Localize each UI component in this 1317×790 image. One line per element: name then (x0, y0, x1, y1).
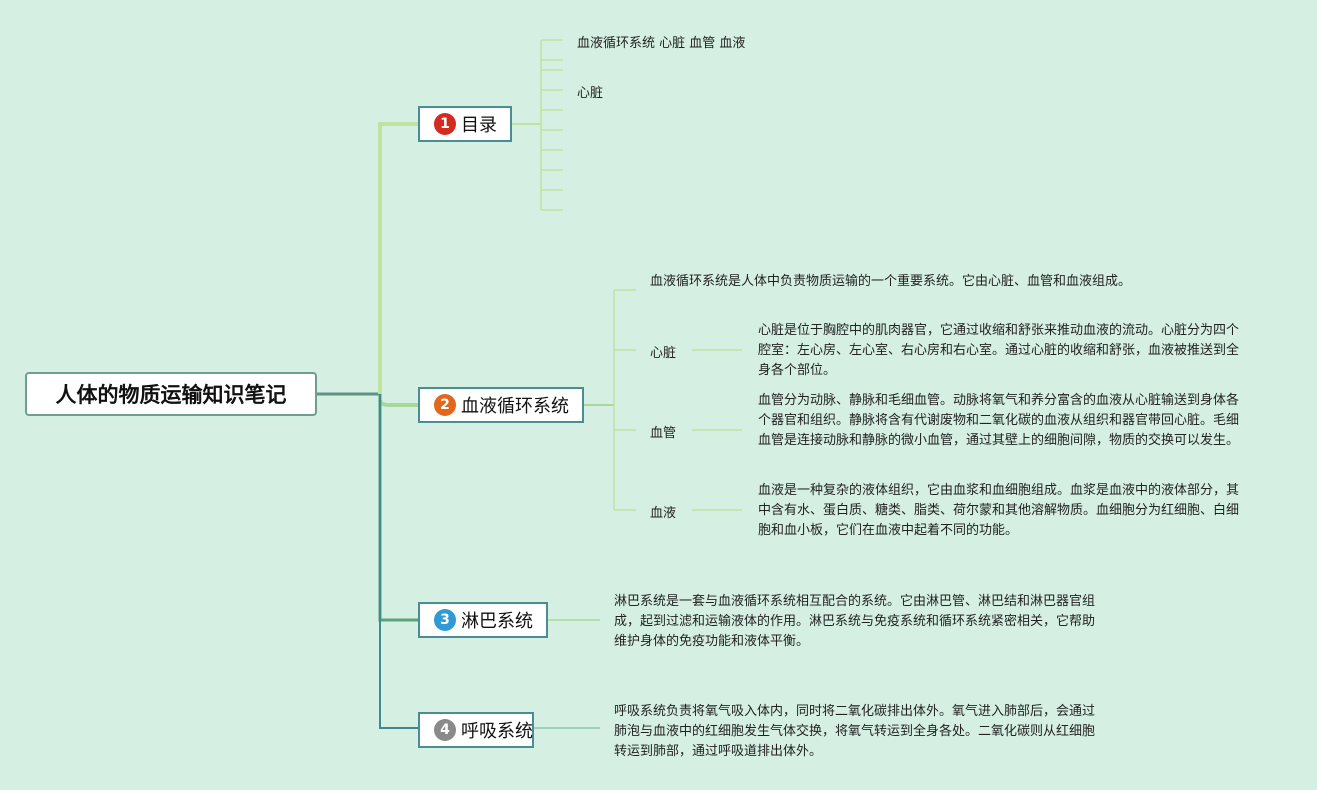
heart-desc[interactable]: 心脏是位于胸腔中的肌肉器官，它通过收缩和舒张来推动血液的流动。心脏分为四个腔室：… (758, 323, 1240, 378)
branch-node-circulation[interactable]: 2 血液循环系统 (418, 387, 584, 423)
vessels-desc[interactable]: 血管分为动脉、静脉和毛细血管。动脉将氧气和养分富含的血液从心脏输送到身体各个器官… (758, 393, 1240, 448)
branch-label: 淋巴系统 (461, 611, 533, 632)
branch-label: 目录 (461, 115, 497, 136)
branch-label: 呼吸系统 (461, 721, 533, 742)
branch-node-lymph[interactable]: 3 淋巴系统 (418, 602, 548, 638)
branch-label: 血液循环系统 (461, 396, 569, 417)
lymph-desc[interactable]: 淋巴系统是一套与血液循环系统相互配合的系统。它由淋巴管、淋巴结和淋巴器官组成，起… (614, 594, 1096, 649)
circulation-intro[interactable]: 血液循环系统是人体中负责物质运输的一个重要系统。它由心脏、血管和血液组成。 (650, 274, 1132, 289)
blood-label[interactable]: 血液 (650, 506, 677, 521)
heart-label[interactable]: 心脏 (650, 346, 677, 361)
blood-desc[interactable]: 血液是一种复杂的液体组织，它由血浆和血细胞组成。血浆是血液中的液体部分，其中含有… (758, 483, 1240, 538)
number-badge: 3 (434, 609, 456, 631)
toc-item[interactable]: 心脏 (577, 86, 604, 101)
number-badge: 1 (434, 113, 456, 135)
branch-node-toc[interactable]: 1 目录 (418, 106, 512, 142)
vessels-label[interactable]: 血管 (650, 426, 677, 441)
toc-item[interactable]: 血液循环系统 心脏 血管 血液 (577, 36, 746, 51)
root-node[interactable]: 人体的物质运输知识笔记 (25, 372, 317, 416)
number-badge: 4 (434, 719, 456, 741)
branch-node-respiratory[interactable]: 4 呼吸系统 (418, 712, 534, 748)
respiratory-desc[interactable]: 呼吸系统负责将氧气吸入体内，同时将二氧化碳排出体外。氧气进入肺部后，会通过肺泡与… (614, 704, 1096, 759)
number-badge: 2 (434, 394, 456, 416)
